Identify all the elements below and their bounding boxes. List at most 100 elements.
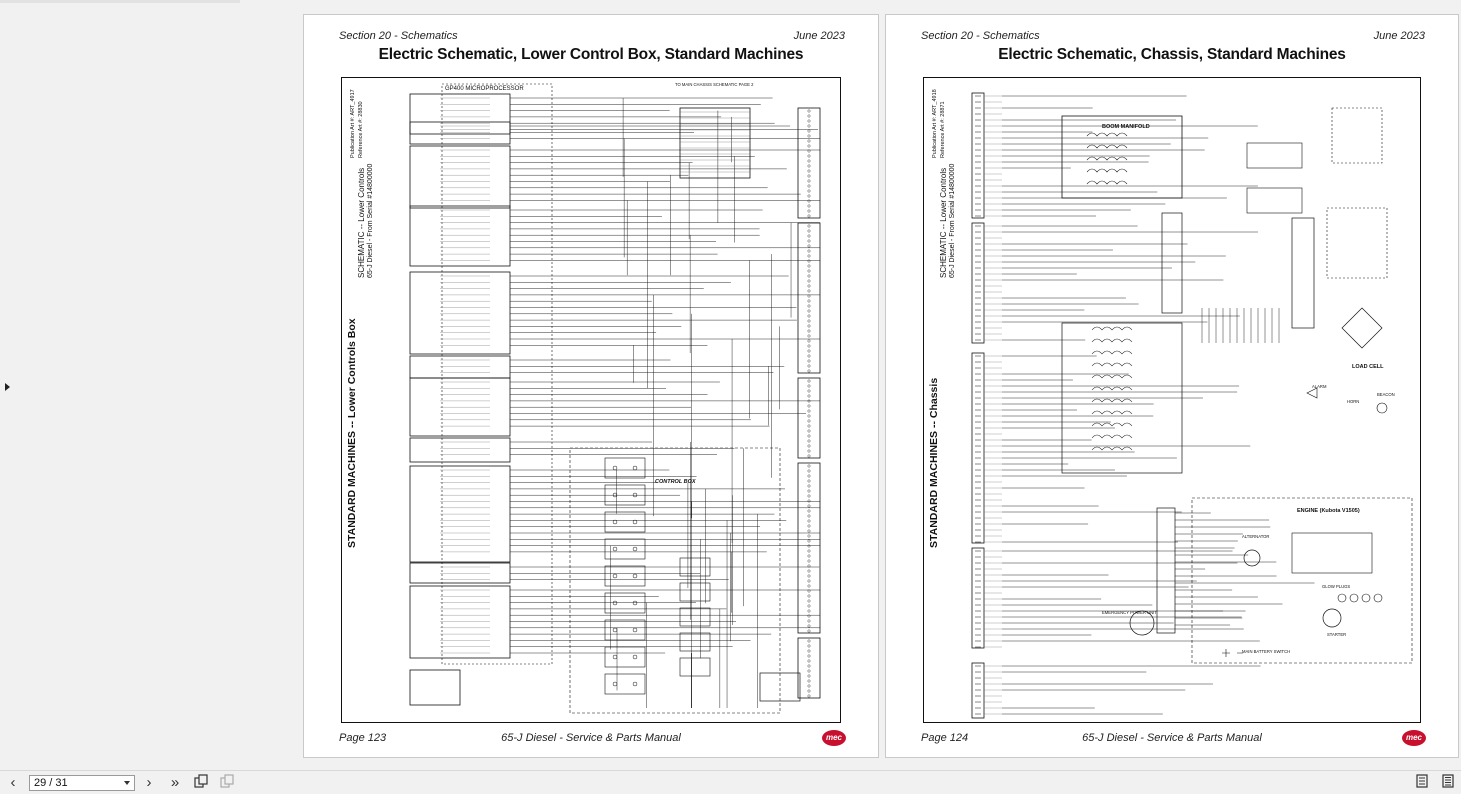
beacon-label: BEACON	[1377, 392, 1395, 397]
pin	[807, 584, 811, 588]
connector-block	[971, 222, 985, 344]
switch-symbol	[604, 484, 646, 506]
pin	[807, 279, 811, 283]
pin	[807, 604, 811, 608]
schematic-subtitle: SCHEMATIC -- Lower Controls	[939, 167, 948, 278]
pin	[807, 384, 811, 388]
switch-contact	[632, 519, 638, 525]
switch-contact	[612, 627, 618, 633]
pin	[807, 349, 811, 353]
pin	[807, 344, 811, 348]
coil-symbol	[1091, 338, 1133, 343]
connector-block	[409, 377, 511, 437]
coil-symbol	[1091, 386, 1133, 391]
pin	[807, 519, 811, 523]
main-battery-label: MAIN BATTERY SWITCH	[1242, 649, 1290, 654]
engine-connector	[1156, 507, 1176, 634]
serial-note: 65-J Diesel - From Serial #14800000	[949, 163, 956, 278]
boom-manifold-box	[1061, 115, 1183, 199]
pin	[807, 599, 811, 603]
pin	[807, 164, 811, 168]
pin	[807, 554, 811, 558]
connector-block	[409, 562, 511, 584]
pin	[807, 494, 811, 498]
switch-symbol	[679, 632, 711, 652]
connector-block	[409, 585, 511, 659]
manual-title: 65-J Diesel - Service & Parts Manual	[501, 732, 681, 744]
pin	[807, 139, 811, 143]
expand-sidebar-icon[interactable]	[5, 383, 10, 391]
switch-symbol	[604, 646, 646, 668]
pin	[807, 229, 811, 233]
connector-block	[1161, 212, 1183, 314]
pin	[807, 579, 811, 583]
page-number-select[interactable]: 29 / 31	[29, 775, 135, 791]
publication-art: Publication Art #: ART_4918	[932, 89, 938, 158]
pin	[807, 424, 811, 428]
pin	[807, 574, 811, 578]
connector-block	[971, 547, 985, 649]
pin	[807, 564, 811, 568]
pin	[807, 334, 811, 338]
page-124: Section 20 - Schematics June 2023 Electr…	[885, 14, 1459, 758]
pin	[807, 184, 811, 188]
page-title: Electric Schematic, Lower Control Box, S…	[378, 46, 804, 63]
publication-art: Publication Art #: ART_4917	[350, 89, 356, 158]
pin	[807, 514, 811, 518]
pin	[807, 134, 811, 138]
pin	[807, 179, 811, 183]
throttle-block	[1291, 532, 1373, 574]
two-page-view-icon[interactable]	[1439, 774, 1457, 792]
coil-symbol	[1091, 434, 1133, 439]
proximity-switch	[1246, 187, 1303, 214]
switch-symbol	[604, 538, 646, 560]
coil-symbol	[1086, 144, 1128, 149]
pin	[807, 624, 811, 628]
chevron-left-icon[interactable]: ‹	[10, 774, 16, 791]
switch-symbol	[604, 511, 646, 533]
date-header: June 2023	[1373, 30, 1425, 42]
switch-contact	[632, 546, 638, 552]
pin	[807, 539, 811, 543]
pin	[807, 679, 811, 683]
pin	[807, 439, 811, 443]
pin	[807, 659, 811, 663]
pin	[807, 114, 811, 118]
starter-symbol	[1322, 608, 1342, 628]
switch-symbol	[679, 607, 711, 627]
switch-contact	[632, 573, 638, 579]
switch-symbol	[679, 557, 711, 577]
rotate-view-icon[interactable]	[192, 774, 210, 792]
pin	[807, 429, 811, 433]
pin	[807, 209, 811, 213]
boom-manifold-label: BOOM MANIFOLD	[1102, 124, 1150, 130]
pin	[807, 239, 811, 243]
pin	[807, 449, 811, 453]
starter-label: STARTER	[1327, 632, 1346, 637]
pin	[807, 304, 811, 308]
mec-logo: mec	[1402, 730, 1426, 746]
glow-plug-symbol	[1337, 593, 1347, 603]
pin	[807, 524, 811, 528]
pin	[807, 444, 811, 448]
single-page-view-icon[interactable]	[1413, 774, 1431, 792]
pin	[807, 354, 811, 358]
chevron-right-icon[interactable]: ›	[146, 774, 152, 791]
pin	[807, 454, 811, 458]
pin	[807, 594, 811, 598]
double-chevron-right-icon[interactable]: »	[170, 774, 180, 791]
alternator-symbol	[1243, 549, 1261, 567]
switch-contact	[612, 600, 618, 606]
switch-symbol	[604, 457, 646, 479]
schematic-drawing: BOOM MANIFOLD ENGINE (Kubota V1505) LOAD…	[962, 78, 1420, 722]
pin	[807, 124, 811, 128]
copy-page-icon[interactable]	[218, 774, 236, 792]
schematic-frame: Publication Art #: ART_4918 Reference Ar…	[923, 77, 1421, 723]
engine-outline	[1191, 497, 1413, 664]
coil-symbol	[1091, 374, 1133, 379]
pin	[807, 589, 811, 593]
page-title: Electric Schematic, Chassis, Standard Ma…	[998, 46, 1346, 63]
connector-block	[409, 437, 511, 463]
pin	[807, 559, 811, 563]
pin	[807, 534, 811, 538]
